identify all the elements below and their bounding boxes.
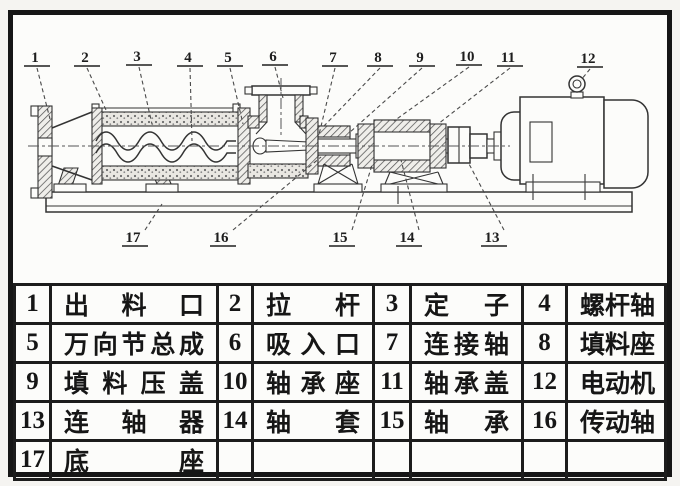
part-name-cell: 电动机 — [565, 361, 667, 403]
part-name-cell: 连轴器 — [49, 400, 219, 442]
part-name-cell: 轴套 — [251, 400, 375, 442]
callout-leader-3 — [138, 66, 153, 125]
part-no-cell: 17 — [13, 439, 52, 481]
callout-number-1: 1 — [31, 50, 39, 66]
motor-feet — [525, 181, 601, 193]
callout-leader-4 — [189, 67, 193, 142]
callout-number-4: 4 — [184, 50, 192, 66]
table-row: 17 底座 — [13, 439, 667, 481]
part-no-cell: 7 — [372, 322, 412, 364]
part-no-cell: 16 — [521, 400, 568, 442]
part-name-cell: 填料座 — [565, 322, 667, 364]
motor-eyebolt — [568, 75, 586, 99]
part-no-cell: 11 — [372, 361, 412, 403]
coupling — [447, 126, 497, 164]
callout-number-7: 7 — [329, 50, 337, 66]
part-name-cell: 轴承座 — [251, 361, 375, 403]
callout-leader-9 — [348, 67, 423, 134]
callout-leader-16 — [232, 156, 322, 231]
part-name-cell: 螺杆轴 — [565, 283, 667, 325]
callout-leader-17 — [144, 203, 163, 231]
part-name-cell: 连接轴 — [409, 322, 524, 364]
part-no-cell: 9 — [13, 361, 52, 403]
part-name-cell: 轴承盖 — [409, 361, 524, 403]
part-name-cell: 填料压盖 — [49, 361, 219, 403]
part-no-cell: 1 — [13, 283, 52, 325]
callout-number-11: 11 — [501, 50, 515, 66]
table-row: 9 填料压盖 10 轴承座 11 轴承盖 12 电动机 — [13, 361, 667, 403]
callout-number-15: 15 — [333, 230, 348, 246]
callout-number-10: 10 — [460, 49, 475, 65]
callout-number-3: 3 — [133, 49, 141, 65]
part-no-cell: 14 — [216, 400, 254, 442]
callout-leader-2 — [86, 67, 107, 111]
part-no-cell — [216, 439, 254, 481]
discharge-port — [30, 105, 93, 199]
part-no-cell: 3 — [372, 283, 412, 325]
part-no-cell — [521, 439, 568, 481]
base-plate — [45, 191, 633, 213]
callout-leader-14 — [400, 159, 420, 231]
callout-number-16: 16 — [214, 230, 230, 246]
part-name-cell: 吸入口 — [251, 322, 375, 364]
part-no-cell: 10 — [216, 361, 254, 403]
parts-table: 1 出料口 2 拉杆 3 定子 4 螺杆轴 5 万向节总成 6 吸入口 7 连接… — [13, 283, 667, 481]
callout-number-14: 14 — [400, 230, 416, 246]
part-no-cell: 15 — [372, 400, 412, 442]
callout-number-8: 8 — [374, 50, 382, 66]
part-name-cell: 传动轴 — [565, 400, 667, 442]
part-no-cell: 12 — [521, 361, 568, 403]
motor-fan-cowl — [603, 99, 649, 189]
callout-leader-1 — [36, 67, 51, 120]
part-no-cell: 6 — [216, 322, 254, 364]
screw-rotor — [95, 131, 236, 163]
part-name-cell: 定子 — [409, 283, 524, 325]
callout-number-5: 5 — [224, 50, 232, 66]
callout-number-12: 12 — [581, 51, 596, 67]
callout-number-6: 6 — [269, 49, 277, 65]
part-name-cell: 万向节总成 — [49, 322, 219, 364]
callout-leader-12 — [580, 68, 591, 81]
motor-front-bell — [500, 111, 525, 181]
part-no-cell: 8 — [521, 322, 568, 364]
callout-leader-8 — [322, 67, 381, 128]
part-name-cell — [251, 439, 375, 481]
motor — [493, 75, 649, 200]
callout-leader-10 — [393, 66, 470, 122]
callout-leader-13 — [467, 161, 505, 231]
callout-leader-11 — [437, 67, 511, 125]
part-no-cell — [372, 439, 412, 481]
callout-leader-6 — [274, 66, 284, 99]
part-name-cell — [565, 439, 667, 481]
callout-leader-7 — [316, 67, 336, 144]
part-name-cell: 轴承 — [409, 400, 524, 442]
callout-leader-5 — [229, 67, 244, 125]
part-no-cell: 5 — [13, 322, 52, 364]
table-row: 13 连轴器 14 轴套 15 轴承 16 传动轴 — [13, 400, 667, 442]
part-no-cell: 13 — [13, 400, 52, 442]
callout-number-9: 9 — [416, 50, 424, 66]
stator-housing — [91, 103, 241, 185]
table-row: 1 出料口 2 拉杆 3 定子 4 螺杆轴 — [13, 283, 667, 325]
part-name-cell — [409, 439, 524, 481]
table-row: 5 万向节总成 6 吸入口 7 连接轴 8 填料座 — [13, 322, 667, 364]
part-name-cell: 出料口 — [49, 283, 219, 325]
part-no-cell: 4 — [521, 283, 568, 325]
motor-terminal-box — [529, 121, 553, 163]
bearing-pedestal — [313, 163, 448, 204]
callout-number-17: 17 — [126, 230, 142, 246]
part-no-cell: 2 — [216, 283, 254, 325]
part-name-cell: 拉杆 — [251, 283, 375, 325]
callout-number-13: 13 — [485, 230, 500, 246]
part-name-cell: 底座 — [49, 439, 219, 481]
callout-leader-15 — [351, 164, 373, 231]
callout-number-2: 2 — [81, 50, 89, 66]
